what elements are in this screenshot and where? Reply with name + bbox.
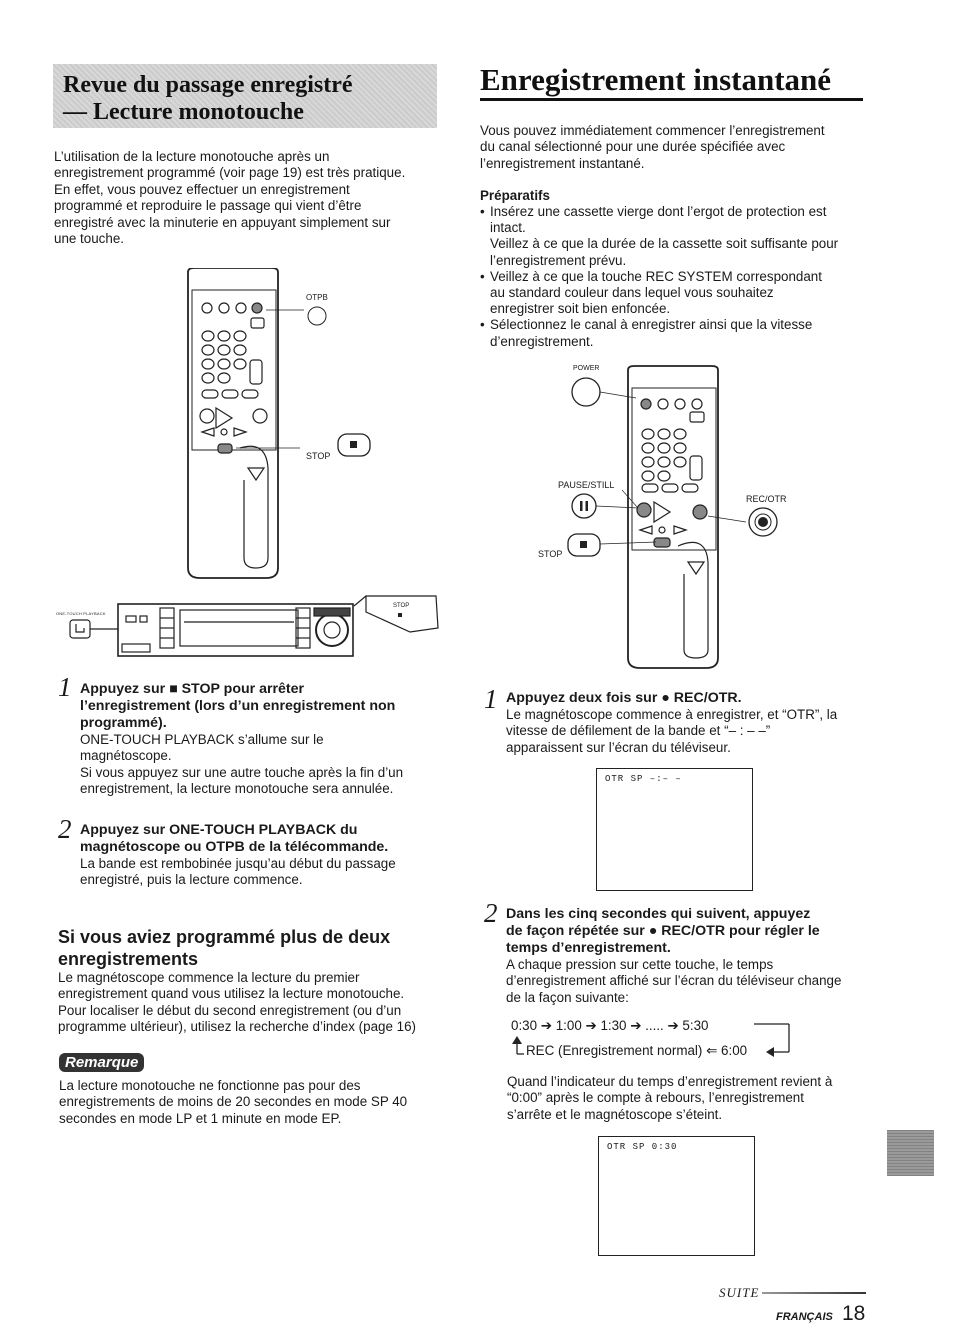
step-text: Le magnétoscope commence à enregistrer, … xyxy=(506,707,838,722)
step-heading: de façon répétée sur ● REC/OTR pour régl… xyxy=(506,923,820,939)
pause-label: PAUSE/STILL xyxy=(558,480,615,490)
screen-text: OTR SP 0:30 xyxy=(607,1142,678,1152)
prep-text: au standard couleur dans lequel vous sou… xyxy=(490,285,774,301)
power-label: POWER xyxy=(573,365,600,372)
otpb-label: OTPB xyxy=(306,293,328,302)
left-step2: Appuyez sur ONE-TOUCH PLAYBACK du magnét… xyxy=(80,822,450,889)
remark-body: La lecture monotouche ne fonctionne pas … xyxy=(59,1078,449,1127)
intro-line: du canal sélectionné pour une durée spéc… xyxy=(480,139,786,155)
intro-line: En effet, vous pouvez effectuer un enreg… xyxy=(54,181,350,197)
intro-line: enregistré avec la minuterie en appuyant… xyxy=(54,214,391,230)
step-number: 2 xyxy=(484,898,498,928)
after-countdown-text: Quand l’indicateur du temps d’enregistre… xyxy=(507,1074,887,1123)
step-heading: Appuyez sur ONE-TOUCH PLAYBACK du xyxy=(80,822,358,838)
sub-heading: enregistrements xyxy=(58,949,199,969)
suite-label: SUITE xyxy=(719,1285,760,1300)
remark-badge: Remarque xyxy=(59,1053,145,1072)
after-line: Quand l’indicateur du temps d’enregistre… xyxy=(507,1074,833,1089)
intro-line: une touche. xyxy=(54,231,124,247)
step-heading: Appuyez deux fois sur ● REC/OTR. xyxy=(506,690,742,706)
prep-item: Insérez une cassette vierge dont l’ergot… xyxy=(480,204,880,269)
step-text: d’enregistrement affiché sur l’écran du … xyxy=(506,973,842,989)
step-text: A chaque pression sur cette touche, le t… xyxy=(506,957,774,972)
step-heading: l’enregistrement (lors d’un enregistreme… xyxy=(80,698,396,714)
step-text: ONE-TOUCH PLAYBACK s’allume sur le xyxy=(80,732,324,747)
step-number: 1 xyxy=(484,684,498,714)
sub-text: Pour localiser le début du second enregi… xyxy=(58,1002,402,1018)
step-text: de la façon suivante: xyxy=(506,989,629,1005)
prep-heading: Préparatifs xyxy=(480,188,550,203)
remark-label: Remarque xyxy=(59,1053,145,1072)
page-title: Enregistrement instantané xyxy=(480,62,832,97)
step-text: magnétoscope. xyxy=(80,748,172,764)
time-sequence-line1: 0:30 ➔ 1:00 ➔ 1:30 ➔ ..... ➔ 5:30 xyxy=(511,1018,709,1033)
preparation-section: Préparatifs Insérez une cassette vierge … xyxy=(480,187,880,350)
section-title-line2: — Lecture monotouche xyxy=(63,99,304,125)
footer-language: FRANÇAIS xyxy=(776,1311,833,1323)
tv-screen-display-2: OTR SP 0:30 xyxy=(598,1136,755,1256)
prep-text: Veillez à ce que la touche REC SYSTEM co… xyxy=(490,268,822,284)
vcr-illustration xyxy=(69,595,439,657)
intro-line: enregistrement programmé (voir page 19) … xyxy=(54,165,406,181)
prep-text: Sélectionnez le canal à enregistrer ains… xyxy=(490,317,813,333)
intro-line: programmé et reproduire le passage qui v… xyxy=(54,198,362,214)
vcr-stop-label: STOP xyxy=(393,603,410,609)
suite-rule xyxy=(762,1292,866,1294)
remote-control-illustration xyxy=(187,268,371,579)
stop-label: STOP xyxy=(306,451,331,461)
step-number: 2 xyxy=(58,814,72,844)
right-step2: Dans les cinq secondes qui suivent, appu… xyxy=(506,906,886,1006)
rec-otr-label: REC/OTR xyxy=(746,494,787,504)
intro-line: Vous pouvez immédiatement commencer l’en… xyxy=(480,123,825,138)
step-text: enregistré, puis la lecture commence. xyxy=(80,872,303,888)
section-title-box: Revue du passage enregistré — Lecture mo… xyxy=(53,64,437,128)
prep-text: enregistrer soit bien enfoncée. xyxy=(490,301,671,317)
step-heading: magnétoscope ou OTPB de la télécommande. xyxy=(80,839,389,855)
tv-screen-display: OTR SP –:– – xyxy=(596,768,753,891)
one-touch-label: ONE-TOUCH PLAYBACK xyxy=(56,611,106,616)
sub-text: Le magnétoscope commence la lecture du p… xyxy=(58,970,360,985)
screen-text: OTR SP –:– – xyxy=(605,774,682,784)
left-intro: L’utilisation de la lecture monotouche a… xyxy=(54,149,444,247)
intro-line: L’utilisation de la lecture monotouche a… xyxy=(54,149,330,164)
remote-control-illustration-2 xyxy=(567,365,778,669)
prep-text: l’enregistrement prévu. xyxy=(490,252,627,268)
remark-text: La lecture monotouche ne fonctionne pas … xyxy=(59,1078,361,1093)
multi-recordings-section: Si vous aviez programmé plus de deux enr… xyxy=(58,926,448,1036)
after-line: “0:00” après le compte à rebours, l’enre… xyxy=(507,1090,804,1106)
prep-text: Insérez une cassette vierge dont l’ergot… xyxy=(490,204,827,219)
step-heading: Dans les cinq secondes qui suivent, appu… xyxy=(506,906,811,922)
step-text: La bande est rembobinée jusqu’au début d… xyxy=(80,856,396,871)
step-heading: temps d’enregistrement. xyxy=(506,940,671,956)
remark-text: enregistrements de moins de 20 secondes … xyxy=(59,1094,408,1110)
right-step1: Appuyez deux fois sur ● REC/OTR. Le magn… xyxy=(506,690,876,756)
stop-label-2: STOP xyxy=(538,549,563,559)
prep-item: Veillez à ce que la touche REC SYSTEM co… xyxy=(480,269,880,318)
sub-text: enregistrement quand vous utilisez la le… xyxy=(58,986,405,1002)
step-text: enregistrement, la lecture monotouche se… xyxy=(80,781,394,797)
prep-text: Veillez à ce que la durée de la cassette… xyxy=(490,236,839,252)
sub-heading: Si vous aviez programmé plus de deux xyxy=(58,927,391,947)
sequence-loop-arrow xyxy=(512,1023,790,1057)
time-sequence-line2: REC (Enregistrement normal) ⇐ 6:00 xyxy=(526,1043,748,1058)
title-rule xyxy=(480,98,863,101)
left-step1: Appuyez sur ■ STOP pour arrêter l’enregi… xyxy=(80,681,450,798)
sub-text: programme ultérieur), utilisez la recher… xyxy=(58,1019,416,1035)
step-heading: programmé). xyxy=(80,715,167,731)
page-number: 18 xyxy=(842,1302,866,1325)
section-title-line1: Revue du passage enregistré xyxy=(63,72,353,98)
prep-item: Sélectionnez le canal à enregistrer ains… xyxy=(480,317,880,349)
step-text: Si vous appuyez sur une autre touche apr… xyxy=(80,764,404,780)
step-text: vitesse de défilement de la bande et “– … xyxy=(506,723,771,739)
remark-text: secondes en mode LP et 1 minute en mode … xyxy=(59,1110,342,1126)
prep-text: intact. xyxy=(490,220,526,236)
step-number: 1 xyxy=(58,672,72,702)
page-edge-tab xyxy=(887,1130,934,1176)
after-line: s’arrête et le magnétoscope s’éteint. xyxy=(507,1106,723,1122)
right-intro: Vous pouvez immédiatement commencer l’en… xyxy=(480,123,880,172)
step-text: apparaissent sur l’écran du téléviseur. xyxy=(506,739,731,755)
intro-line: l’enregistrement instantané. xyxy=(480,155,645,171)
prep-text: d’enregistrement. xyxy=(490,333,594,349)
step-heading: Appuyez sur ■ STOP pour arrêter xyxy=(80,681,305,697)
